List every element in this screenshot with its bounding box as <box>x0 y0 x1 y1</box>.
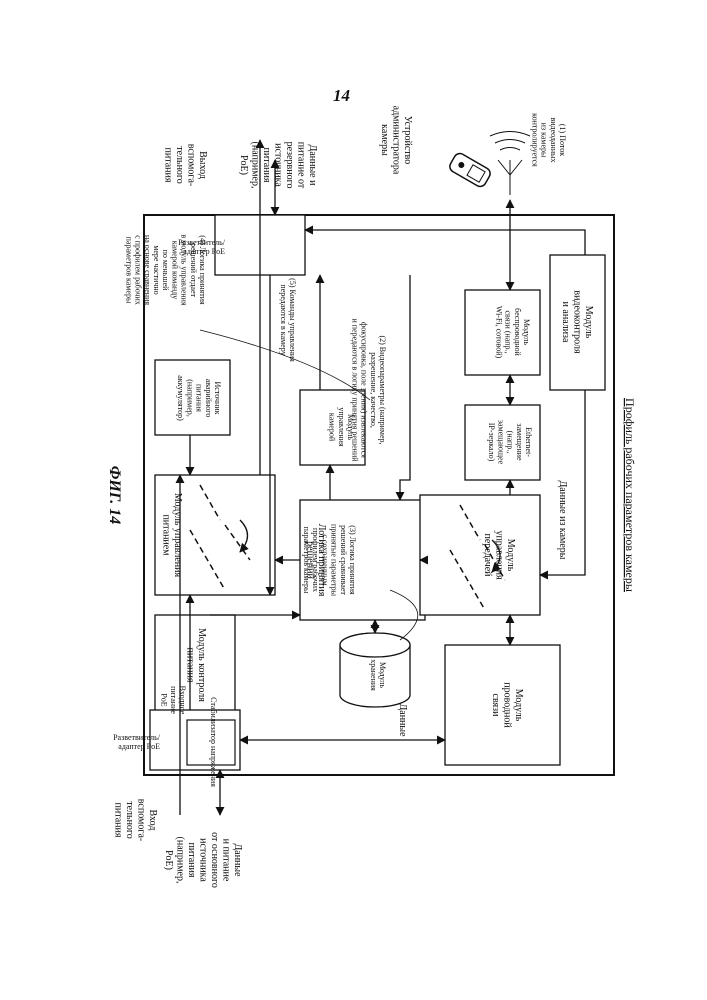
figure-label: ФИГ. 14 <box>106 466 123 525</box>
storage-label: Модульхранения <box>369 659 387 691</box>
admin-device-label: Устройствоадминистраторакамеры <box>379 106 413 175</box>
diagram-title: Профиль рабочих параметров камеры <box>623 398 637 592</box>
transfer-mgmt-box <box>420 495 540 615</box>
data-from-camera-label: Данные из камеры <box>557 480 568 559</box>
antenna-icon <box>490 132 530 196</box>
link-video-to-logic <box>400 275 410 500</box>
splitter-main-label: Разветвитель/адаптер PoE <box>113 733 161 751</box>
data-label: Данные <box>397 703 408 737</box>
admin-device-icon <box>448 151 493 188</box>
aux-input-label: Входвспомога-тельногопитания <box>113 799 159 841</box>
stabilizer-label: Стабилизатор напряжения <box>209 697 218 787</box>
aux-output-label: Выходвспомога-тельногопитания <box>163 144 209 186</box>
step2-annotation: (2) Видеопараметры (например,разрешение,… <box>350 318 387 462</box>
link-video-to-splitter <box>305 230 585 255</box>
step5-annotation: (5) Команды управленияпередаются в камер… <box>279 278 297 362</box>
step1-annotation: (1) Потоквидеоданныхиз камерыконтролируе… <box>530 113 567 167</box>
main-source-label: Данныеи питаниеот основногоисточникапита… <box>163 832 243 888</box>
backup-source-label: Данные ипитание отрезервногоисточникапит… <box>238 142 318 189</box>
step4-annotation: (4) Логика принятиярешений отдаетв модул… <box>124 234 207 306</box>
